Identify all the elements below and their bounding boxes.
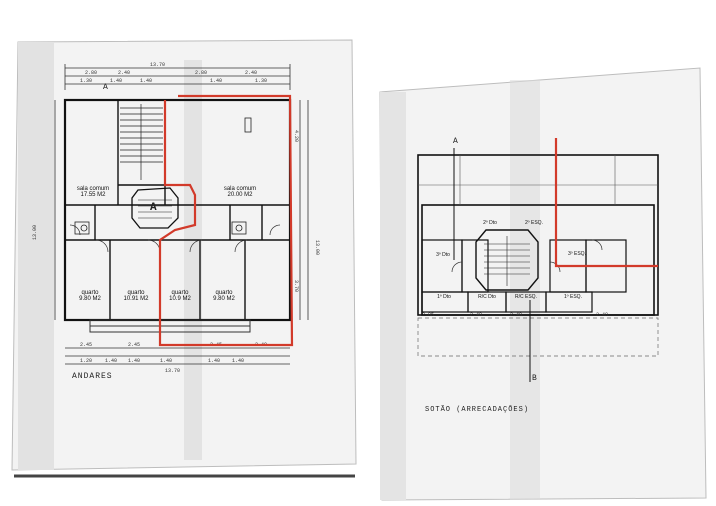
right-section-marker-bottom: B xyxy=(532,374,537,383)
room-quarto-1-area: 9.80 M2 xyxy=(79,296,101,303)
svg-text:1.40: 1.40 xyxy=(160,358,172,364)
svg-text:1.40: 1.40 xyxy=(210,78,222,84)
svg-text:2.85: 2.85 xyxy=(422,312,434,318)
storage-rc-dto: R/C Dto xyxy=(478,294,496,300)
room-quarto-2-area: 10.91 M2 xyxy=(123,296,149,303)
svg-text:13.70: 13.70 xyxy=(165,368,180,374)
left-plan-caption: ANDARES xyxy=(72,372,113,381)
svg-text:1.40: 1.40 xyxy=(232,358,244,364)
storage-3-dto: 3º Dto xyxy=(436,252,450,258)
svg-text:1.40: 1.40 xyxy=(208,358,220,364)
room-quarto-4: quarto 9.80 M2 xyxy=(204,290,244,303)
svg-text:2.40: 2.40 xyxy=(510,312,522,318)
svg-text:2.40: 2.40 xyxy=(245,70,257,76)
room-sala-right: sala comum 20.00 M2 xyxy=(215,186,265,199)
room-quarto-1-name: quarto xyxy=(81,290,99,296)
svg-text:2.80: 2.80 xyxy=(85,70,97,76)
room-sala-right-name: sala comum xyxy=(223,186,257,192)
right-plan-sheet: 2.85 2.40 2.40 2.40 A B 2º Dto 2º ESQ. 3º D… xyxy=(360,0,716,506)
storage-3-esq: 3º ESQ. xyxy=(568,251,586,257)
storage-1-esq: 1º ESQ. xyxy=(564,294,582,300)
storage-1-dto: 1º Dto xyxy=(437,294,451,300)
right-section-marker-top: A xyxy=(453,137,458,146)
storage-2-esq: 2º ESQ. xyxy=(525,220,543,226)
svg-text:1.30: 1.30 xyxy=(80,78,92,84)
svg-text:2.45: 2.45 xyxy=(80,342,92,348)
left-section-marker-top: A xyxy=(103,83,108,92)
storage-2-dto: 2º Dto xyxy=(483,220,497,226)
svg-text:13.00: 13.00 xyxy=(32,225,38,240)
svg-text:1.20: 1.20 xyxy=(80,358,92,364)
svg-text:2.40: 2.40 xyxy=(470,312,482,318)
svg-text:2.40: 2.40 xyxy=(118,70,130,76)
svg-text:1.30: 1.30 xyxy=(255,78,267,84)
right-plan-caption: SOTÃO (ARRECADAÇÕES) xyxy=(425,406,530,414)
svg-text:1.40: 1.40 xyxy=(128,358,140,364)
svg-text:13.00: 13.00 xyxy=(314,240,320,255)
left-section-marker-center: A xyxy=(150,202,157,214)
room-sala-left-name: sala comum xyxy=(76,186,110,192)
left-floor-plan-drawing: 13.70 2.80 2.40 2.80 2.40 1.30 1.40 1.40 1.40 1… xyxy=(11,39,357,478)
left-plan-sheet: 13.70 2.80 2.40 2.80 2.40 1.30 1.40 1.40 1.40 1… xyxy=(11,39,357,478)
room-sala-right-area: 20.00 M2 xyxy=(227,192,253,199)
room-quarto-2-name: quarto xyxy=(127,290,145,296)
right-floor-plan-drawing: 2.85 2.40 2.40 2.40 xyxy=(379,67,707,501)
svg-text:3.70: 3.70 xyxy=(293,280,299,292)
svg-text:1.40: 1.40 xyxy=(105,358,117,364)
svg-text:4.20: 4.20 xyxy=(293,130,299,142)
room-quarto-2: quarto 10.91 M2 xyxy=(114,290,158,303)
svg-text:2.80: 2.80 xyxy=(195,70,207,76)
room-quarto-4-name: quarto xyxy=(215,290,233,296)
svg-text:2.45: 2.45 xyxy=(128,342,140,348)
storage-rc-esq: R/C ESQ. xyxy=(515,294,537,300)
room-quarto-4-area: 9.80 M2 xyxy=(213,296,235,303)
room-quarto-1: quarto 9.80 M2 xyxy=(72,290,108,303)
room-quarto-3: quarto 10.9 M2 xyxy=(162,290,198,303)
room-sala-left: sala comum 17.55 M2 xyxy=(70,186,116,199)
svg-text:1.40: 1.40 xyxy=(140,78,152,84)
svg-text:1.40: 1.40 xyxy=(110,78,122,84)
room-quarto-3-name: quarto xyxy=(171,290,189,296)
svg-text:13.70: 13.70 xyxy=(150,62,165,68)
room-quarto-3-area: 10.9 M2 xyxy=(169,296,191,303)
svg-text:2.40: 2.40 xyxy=(596,312,608,318)
room-sala-left-area: 17.55 M2 xyxy=(80,192,106,199)
